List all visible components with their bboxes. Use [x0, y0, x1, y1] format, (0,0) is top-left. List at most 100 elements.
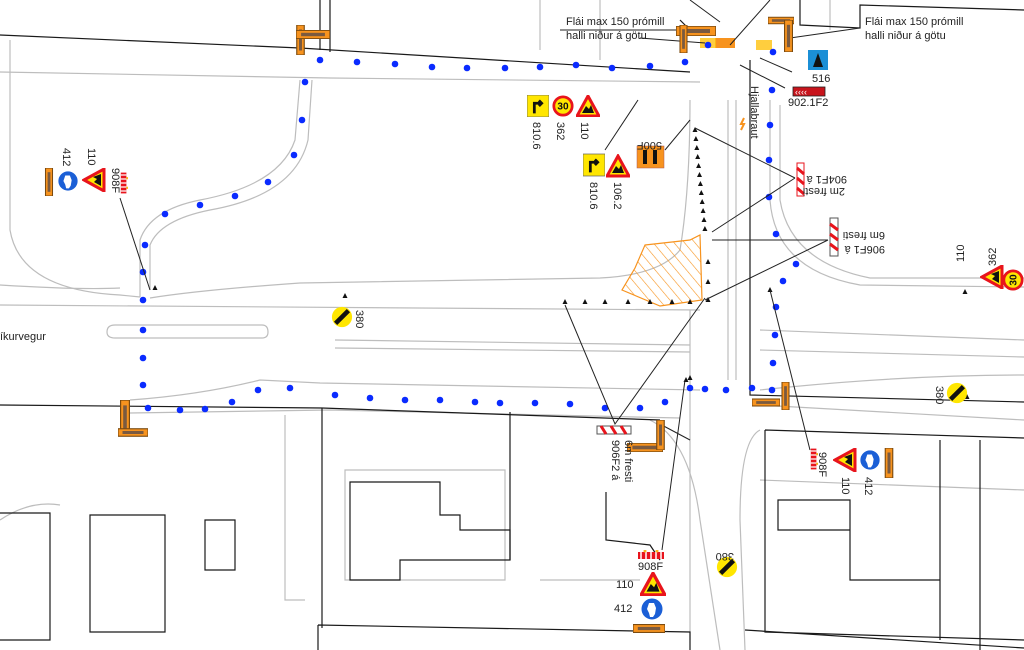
- traffic-cone-icon: [696, 163, 702, 168]
- work-zone-hatched-area: [621, 234, 703, 307]
- barrier-icon: [118, 428, 148, 437]
- sign-code-label: 362: [554, 122, 566, 140]
- traffic-cone-icon: [342, 293, 348, 298]
- walkway-dot: [301, 78, 309, 86]
- walkway-dot: [681, 58, 689, 66]
- sign-code-label: 110: [839, 477, 851, 495]
- traffic-cone-icon: [695, 154, 701, 159]
- traffic-cone-icon: [962, 289, 968, 294]
- walkway-dot: [769, 48, 777, 56]
- walkway-dot: [765, 156, 773, 164]
- slope-note-left-line2: halli niður á götu: [566, 30, 647, 42]
- speed-bump-sign-icon: [947, 383, 967, 403]
- walkway-dot: [366, 394, 374, 402]
- sign-group-detour: 500F 810.6 106.2: [583, 139, 665, 210]
- walkway-dot: [792, 260, 800, 268]
- traffic-cone-icon: [647, 299, 653, 304]
- barrier-icon: [781, 382, 790, 410]
- barrier-icon: [784, 20, 793, 52]
- walkway-dot: [231, 192, 239, 200]
- walkway-dot: [661, 398, 669, 406]
- walkway-dot: [254, 386, 262, 394]
- roadwork-warning-icon: [640, 572, 666, 596]
- walkway-dot: [701, 385, 709, 393]
- roadwork-warning-icon: [82, 168, 106, 192]
- walkway-dot: [704, 41, 712, 49]
- walkway-dot: [139, 381, 147, 389]
- sign-code-label: 110: [955, 244, 967, 262]
- walkway-dot: [768, 86, 776, 94]
- walkway-dot: [748, 384, 756, 392]
- traffic-cone-icon: [700, 208, 706, 213]
- walkway-dot: [646, 62, 654, 70]
- barrier-icon: [656, 420, 665, 450]
- traffic-cone-icon: [767, 287, 773, 292]
- traffic-cone-icon: [697, 181, 703, 186]
- lane-narrowing-sign-icon: [606, 154, 630, 178]
- traffic-cone-icon: [152, 285, 158, 290]
- speed-limit-30-icon: [1002, 269, 1024, 291]
- walkway-dot: [139, 354, 147, 362]
- sign-code-label: 902.1F2: [788, 97, 828, 109]
- traffic-cone-icon: [669, 299, 675, 304]
- sign-code-label: 362: [987, 248, 999, 266]
- sign-code-label: 380: [353, 310, 365, 328]
- walkway-dot: [601, 404, 609, 412]
- slope-note-right-line1: Flái max 150 prómill: [865, 16, 963, 28]
- traffic-cone-icon: [687, 375, 693, 380]
- traffic-cone-row: [152, 127, 970, 568]
- traffic-cone-icon: [705, 279, 711, 284]
- walkway-dot: [686, 384, 694, 392]
- chevron-board-icon: [792, 86, 826, 97]
- barrier-note-line1: 904F1 á: [806, 173, 847, 185]
- temporary-walkway-route: [139, 41, 800, 414]
- traffic-cone-icon: [697, 172, 702, 177]
- sign-group-top-left: 810.6 362 110: [527, 95, 600, 150]
- walkway-dot: [463, 64, 471, 72]
- traffic-cone-icon: [693, 136, 699, 141]
- traffic-cone-icon: [582, 299, 588, 304]
- walkway-dot: [144, 404, 152, 412]
- traffic-cone-icon: [602, 299, 608, 304]
- sign-code-label: 110: [85, 148, 97, 166]
- speed-limit-30-icon: [552, 95, 574, 117]
- barrier-icon: [679, 25, 688, 53]
- walkway-dot: [298, 116, 306, 124]
- walkway-dot: [779, 277, 787, 285]
- sign-code-label: 110: [578, 122, 590, 140]
- sign-code-label: 908F: [109, 168, 121, 193]
- walkway-dot: [139, 296, 147, 304]
- sign-code-label: 380: [716, 550, 734, 562]
- sign-code-label: 810.6: [587, 182, 599, 210]
- roadwork-warning-icon: [576, 95, 600, 117]
- barrier-icon: [296, 30, 330, 39]
- walkway-dot: [286, 384, 294, 392]
- walkway-dot: [765, 193, 773, 201]
- sign-code-label: 412: [862, 477, 874, 495]
- pedestrian-sign-icon: [859, 449, 881, 471]
- walkway-dot: [401, 396, 409, 404]
- walkway-dot: [290, 151, 298, 159]
- traffic-cone-icon: [562, 299, 568, 304]
- walkway-dot: [176, 406, 184, 414]
- street-name-vikurvegur: íkurvegur: [0, 331, 46, 343]
- turn-right-sign-icon: [527, 95, 549, 117]
- walkway-dot: [608, 64, 616, 72]
- leader-lines: [119, 0, 861, 551]
- sign-code-label: 412: [614, 603, 632, 615]
- pedestrian-sign-icon: [640, 597, 664, 621]
- traffic-cone-icon: [699, 199, 705, 204]
- barrier-note-line2: 6m fresti: [843, 229, 885, 241]
- walkway-dot: [496, 399, 504, 407]
- traffic-cone-icon: [702, 226, 708, 231]
- sign-code-label: 908F: [638, 561, 663, 573]
- walkway-dot: [501, 64, 509, 72]
- walkway-dot: [768, 386, 776, 394]
- street-name-hjallabraut: Hjallabraut: [748, 86, 760, 139]
- walkway-dot: [566, 400, 574, 408]
- chevron-arrows-icon: ‹‹‹‹: [795, 87, 807, 97]
- barrier-note-line1: 906F2 á: [609, 440, 621, 481]
- sign-code-label: 110: [616, 579, 634, 591]
- walkway-dot: [228, 398, 236, 406]
